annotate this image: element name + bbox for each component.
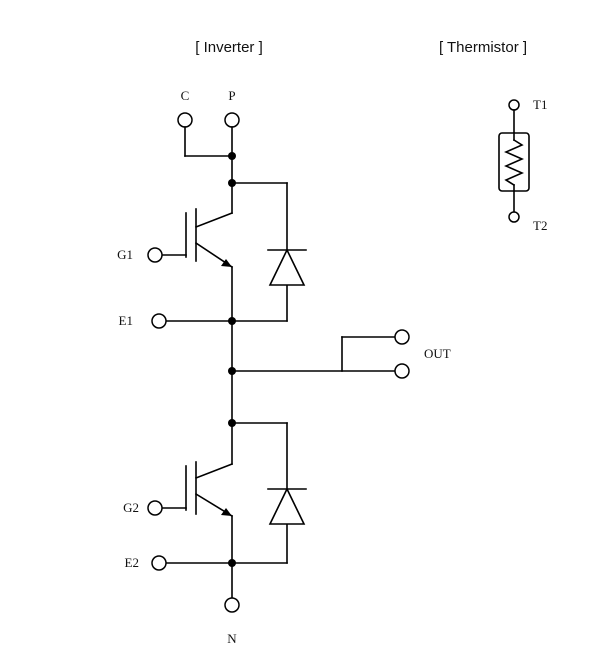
terminal-c: C bbox=[177, 88, 193, 128]
terminal-p: P bbox=[224, 88, 240, 128]
terminal-e2: E2 bbox=[125, 555, 167, 571]
inverter-header: [ Inverter ] bbox=[195, 39, 263, 56]
svg-text:G2: G2 bbox=[123, 500, 139, 515]
svg-text:OUT: OUT bbox=[424, 346, 451, 361]
terminal-n: N bbox=[224, 597, 240, 646]
svg-text:E1: E1 bbox=[119, 313, 133, 328]
svg-text:P: P bbox=[228, 88, 235, 103]
upper-diode bbox=[267, 248, 307, 286]
thermistor bbox=[498, 99, 530, 223]
terminal-t1-label: T1 bbox=[533, 97, 547, 112]
thermistor-header: [ Thermistor ] bbox=[439, 39, 527, 56]
svg-text:N: N bbox=[227, 631, 237, 646]
lower-igbt bbox=[161, 461, 234, 518]
terminal-g1: G1 bbox=[117, 247, 163, 263]
svg-text:C: C bbox=[181, 88, 190, 103]
main-wires bbox=[165, 126, 399, 599]
terminal-g2: G2 bbox=[123, 500, 163, 516]
svg-text:E2: E2 bbox=[125, 555, 139, 570]
junction-nodes bbox=[228, 152, 236, 567]
terminal-e1: E1 bbox=[119, 313, 167, 329]
upper-igbt bbox=[161, 208, 234, 269]
svg-text:G1: G1 bbox=[117, 247, 133, 262]
lower-diode bbox=[267, 487, 307, 525]
terminal-t2-label: T2 bbox=[533, 218, 547, 233]
terminal-out: OUT bbox=[394, 329, 451, 379]
